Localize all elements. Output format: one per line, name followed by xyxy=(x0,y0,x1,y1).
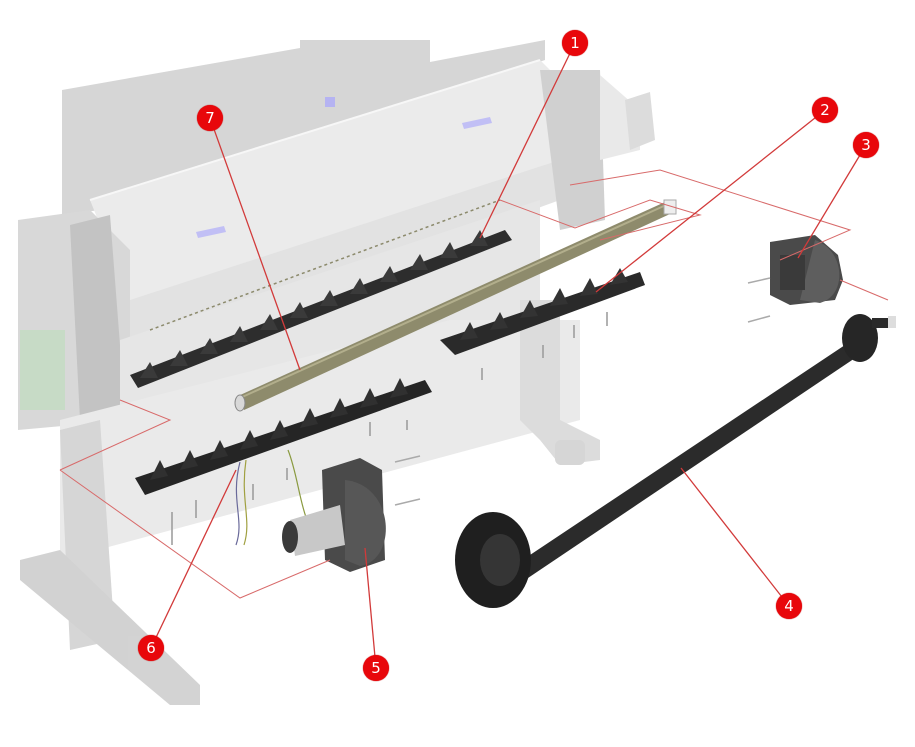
callout-3[interactable]: 3 xyxy=(853,132,879,158)
assembly-frame-lines xyxy=(59,169,889,599)
callout-7[interactable]: 7 xyxy=(197,105,223,131)
leader-line-4 xyxy=(680,467,790,607)
leader-line-2 xyxy=(595,109,826,293)
part-3-hub xyxy=(747,235,843,323)
part-2-guide-segment xyxy=(440,268,645,380)
ghost-printer xyxy=(18,40,655,705)
part-1-upper-guides xyxy=(130,199,512,388)
leader-line-1 xyxy=(479,42,576,239)
leader-line-7 xyxy=(209,117,301,371)
leader-line-3 xyxy=(797,144,867,259)
callout-5[interactable]: 5 xyxy=(363,655,389,681)
leader-line-6 xyxy=(150,469,237,649)
callout-6[interactable]: 6 xyxy=(138,635,164,661)
part-4-spindle xyxy=(455,314,896,608)
part-7-roller xyxy=(234,199,677,412)
callout-2[interactable]: 2 xyxy=(812,97,838,123)
part-5-motor-assembly xyxy=(282,455,421,572)
leader-line-5 xyxy=(364,547,377,669)
part-6-lower-guide xyxy=(135,378,432,546)
leader-lines xyxy=(150,42,867,669)
callout-1[interactable]: 1 xyxy=(562,30,588,56)
callout-4[interactable]: 4 xyxy=(776,593,802,619)
